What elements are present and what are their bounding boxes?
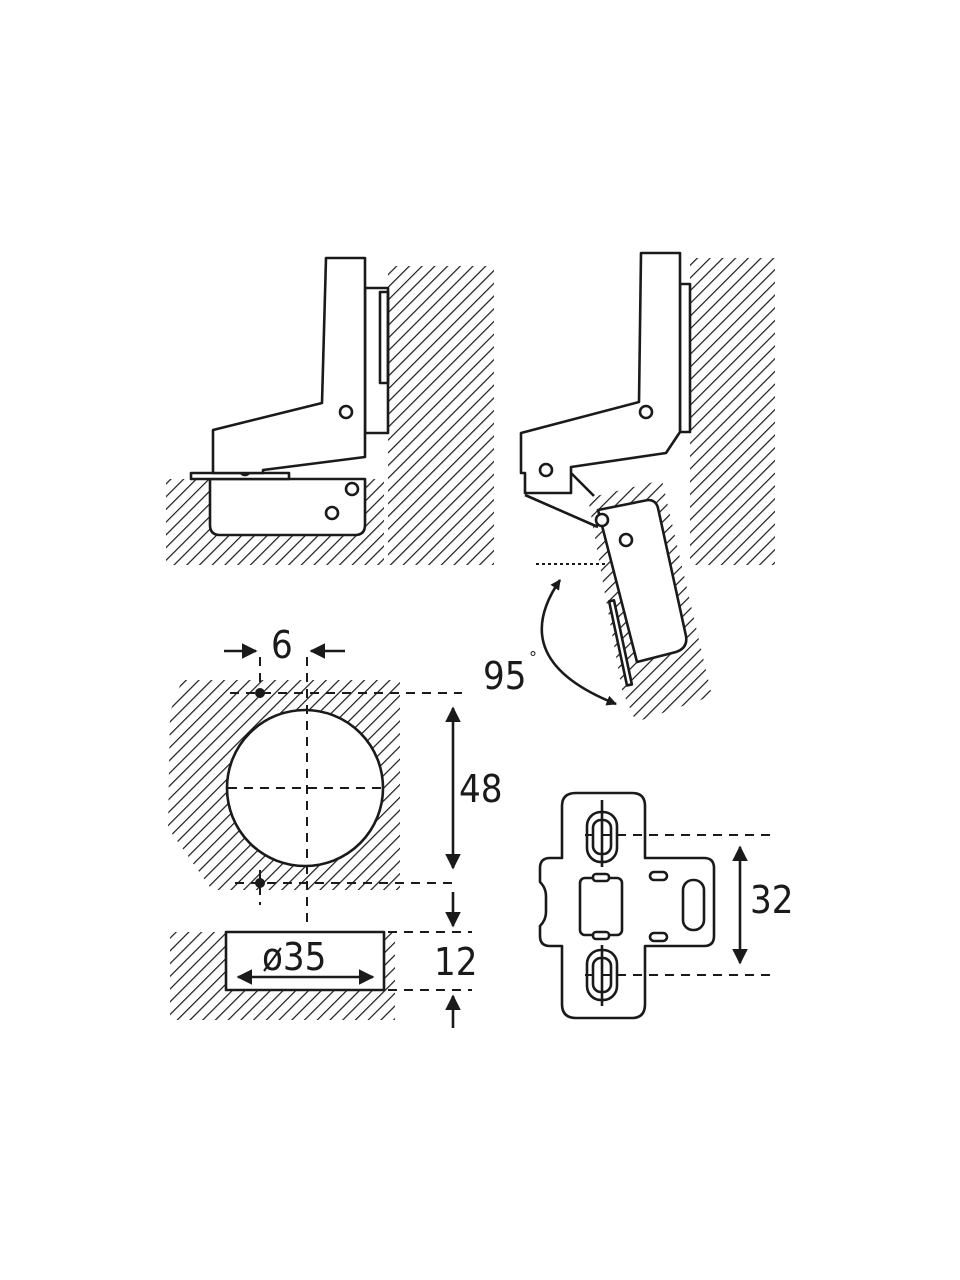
open-hinge-view: 95 ° <box>483 251 775 722</box>
hinge-arm <box>211 256 367 475</box>
pill <box>591 930 611 941</box>
hinge-arm <box>519 251 682 495</box>
mounting-plate <box>363 286 390 435</box>
pivot-hole <box>638 404 654 420</box>
hinge-cup <box>208 477 367 537</box>
angle-arc-arrow <box>540 579 617 706</box>
cabinet-side-hatch <box>388 266 494 565</box>
opening-angle-label: 95 <box>483 654 527 698</box>
plate-spacing-label: 32 <box>750 878 794 922</box>
pivot-hole <box>338 404 354 420</box>
offset-label: 6 <box>271 623 293 667</box>
arm-hole <box>538 462 554 478</box>
hinge-link <box>524 472 599 529</box>
pill <box>591 872 611 883</box>
cup-screw-hole <box>324 505 340 521</box>
degree-symbol: ° <box>529 648 537 667</box>
screw-point <box>255 878 265 888</box>
mounting-plate-inner <box>378 290 390 385</box>
cup-screw-hole <box>618 532 634 548</box>
hole-spacing-label: 48 <box>459 767 503 811</box>
drilling-plan-view: 6 48 ø35 12 <box>168 623 503 1028</box>
cup-screw-hole <box>344 481 360 497</box>
plate-outline <box>538 791 716 1020</box>
closed-hinge-view <box>166 256 494 565</box>
long-slot <box>681 878 706 932</box>
pill <box>648 870 669 882</box>
cabinet-side-hatch <box>690 258 775 565</box>
cup-screw-hole <box>594 512 610 528</box>
cup-depth-label: 12 <box>434 940 478 984</box>
cup-diameter-label: ø35 <box>262 935 326 979</box>
pill <box>648 931 669 943</box>
cup-hole <box>225 708 385 868</box>
mounting-plate <box>678 282 692 434</box>
screw-point <box>255 688 265 698</box>
mounting-plate-view: 32 <box>538 791 794 1020</box>
